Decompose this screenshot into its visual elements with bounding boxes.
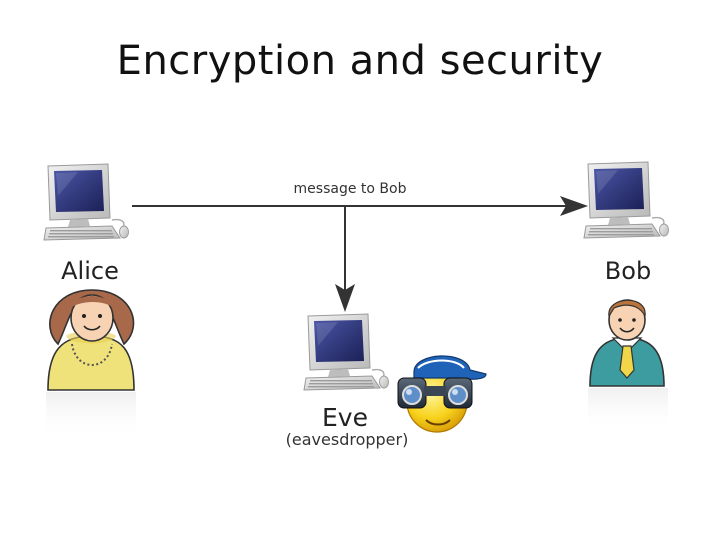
binoculars-smiley-icon	[397, 355, 487, 433]
woman-avatar-icon	[47, 289, 135, 391]
intercept-arrow	[335, 206, 355, 312]
computer-icon	[43, 163, 130, 241]
bob-label: Bob	[604, 257, 652, 285]
computer-icon	[583, 161, 670, 239]
alice-label: Alice	[61, 257, 119, 285]
computer-icon	[303, 313, 390, 391]
message-arrow	[132, 196, 588, 216]
eve-role-label: (eavesdropper)	[285, 430, 409, 449]
avatar-reflection	[46, 392, 136, 440]
eve-label: Eve	[322, 403, 368, 432]
man-avatar-icon	[589, 299, 665, 387]
message-label: message to Bob	[293, 181, 407, 197]
avatar-reflection	[588, 388, 668, 432]
slide-title: Encryption and security	[116, 38, 604, 84]
